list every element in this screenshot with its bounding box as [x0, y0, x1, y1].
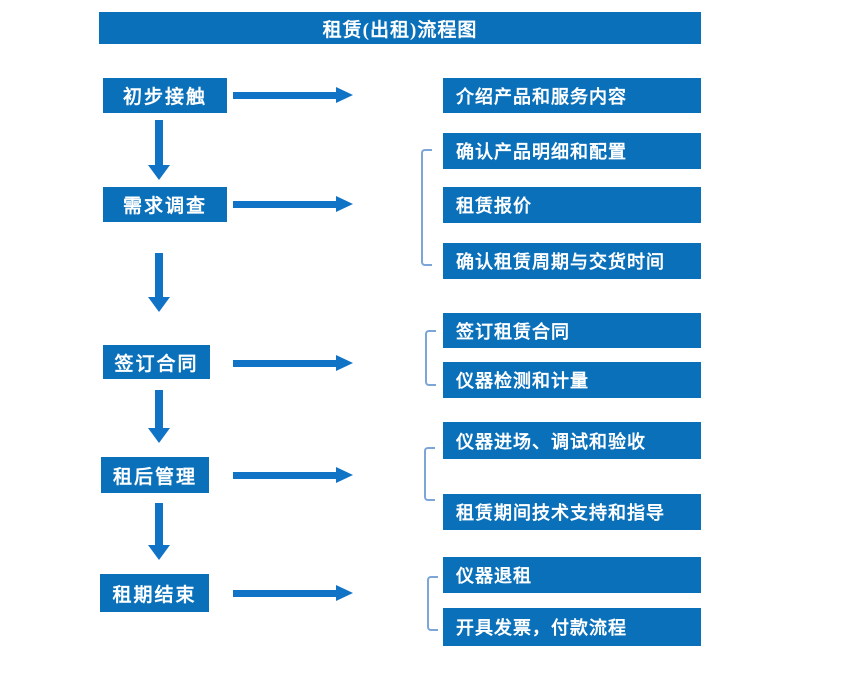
right-arrow-icon: [233, 355, 353, 371]
bracket-icon: [427, 576, 438, 631]
arrow-shaft: [233, 359, 336, 367]
output-box-sign-rental-contract: 签订租赁合同: [443, 313, 701, 348]
arrow-shaft: [155, 253, 163, 297]
output-box-instrument-return: 仪器退租: [443, 557, 701, 593]
output-box-technical-support: 租赁期间技术支持和指导: [443, 494, 701, 530]
down-arrow-icon: [148, 390, 170, 443]
stage-box-initial-contact: 初步接触: [103, 78, 227, 113]
arrow-head: [336, 467, 353, 483]
right-arrow-icon: [233, 196, 353, 212]
output-box-rental-quotation: 租赁报价: [443, 187, 701, 223]
down-arrow-icon: [148, 120, 170, 180]
arrow-shaft: [233, 589, 336, 597]
arrow-shaft: [233, 200, 336, 208]
down-arrow-icon: [148, 253, 170, 312]
arrow-head: [148, 545, 170, 560]
output-box-introduce-products: 介绍产品和服务内容: [443, 78, 701, 113]
output-box-confirm-product-details: 确认产品明细和配置: [443, 133, 701, 169]
output-box-confirm-rental-period: 确认租赁周期与交货时间: [443, 243, 701, 279]
arrow-head: [336, 355, 353, 371]
right-arrow-icon: [233, 585, 353, 601]
output-box-invoice-payment: 开具发票，付款流程: [443, 608, 701, 646]
right-arrow-icon: [233, 467, 353, 483]
arrow-head: [148, 428, 170, 443]
arrow-head: [148, 165, 170, 180]
arrow-head: [148, 297, 170, 312]
arrow-head: [336, 196, 353, 212]
stage-box-demand-survey: 需求调查: [103, 187, 227, 222]
down-arrow-icon: [148, 503, 170, 560]
arrow-head: [336, 87, 353, 103]
arrow-shaft: [233, 91, 336, 99]
stage-box-lease-end: 租期结束: [100, 574, 209, 612]
bracket-icon: [425, 330, 436, 386]
right-arrow-icon: [233, 87, 353, 103]
stage-box-post-rental-management: 租后管理: [101, 457, 209, 493]
bracket-icon: [421, 149, 432, 266]
arrow-shaft: [155, 120, 163, 165]
output-box-instrument-commissioning: 仪器进场、调试和验收: [443, 422, 701, 459]
arrow-shaft: [155, 390, 163, 428]
flowchart-title: 租赁(出租)流程图: [99, 12, 701, 44]
bracket-icon: [424, 447, 435, 501]
arrow-head: [336, 585, 353, 601]
arrow-shaft: [233, 471, 336, 479]
arrow-shaft: [155, 503, 163, 545]
output-box-instrument-testing: 仪器检测和计量: [443, 362, 701, 398]
stage-box-sign-contract: 签订合同: [103, 345, 210, 379]
